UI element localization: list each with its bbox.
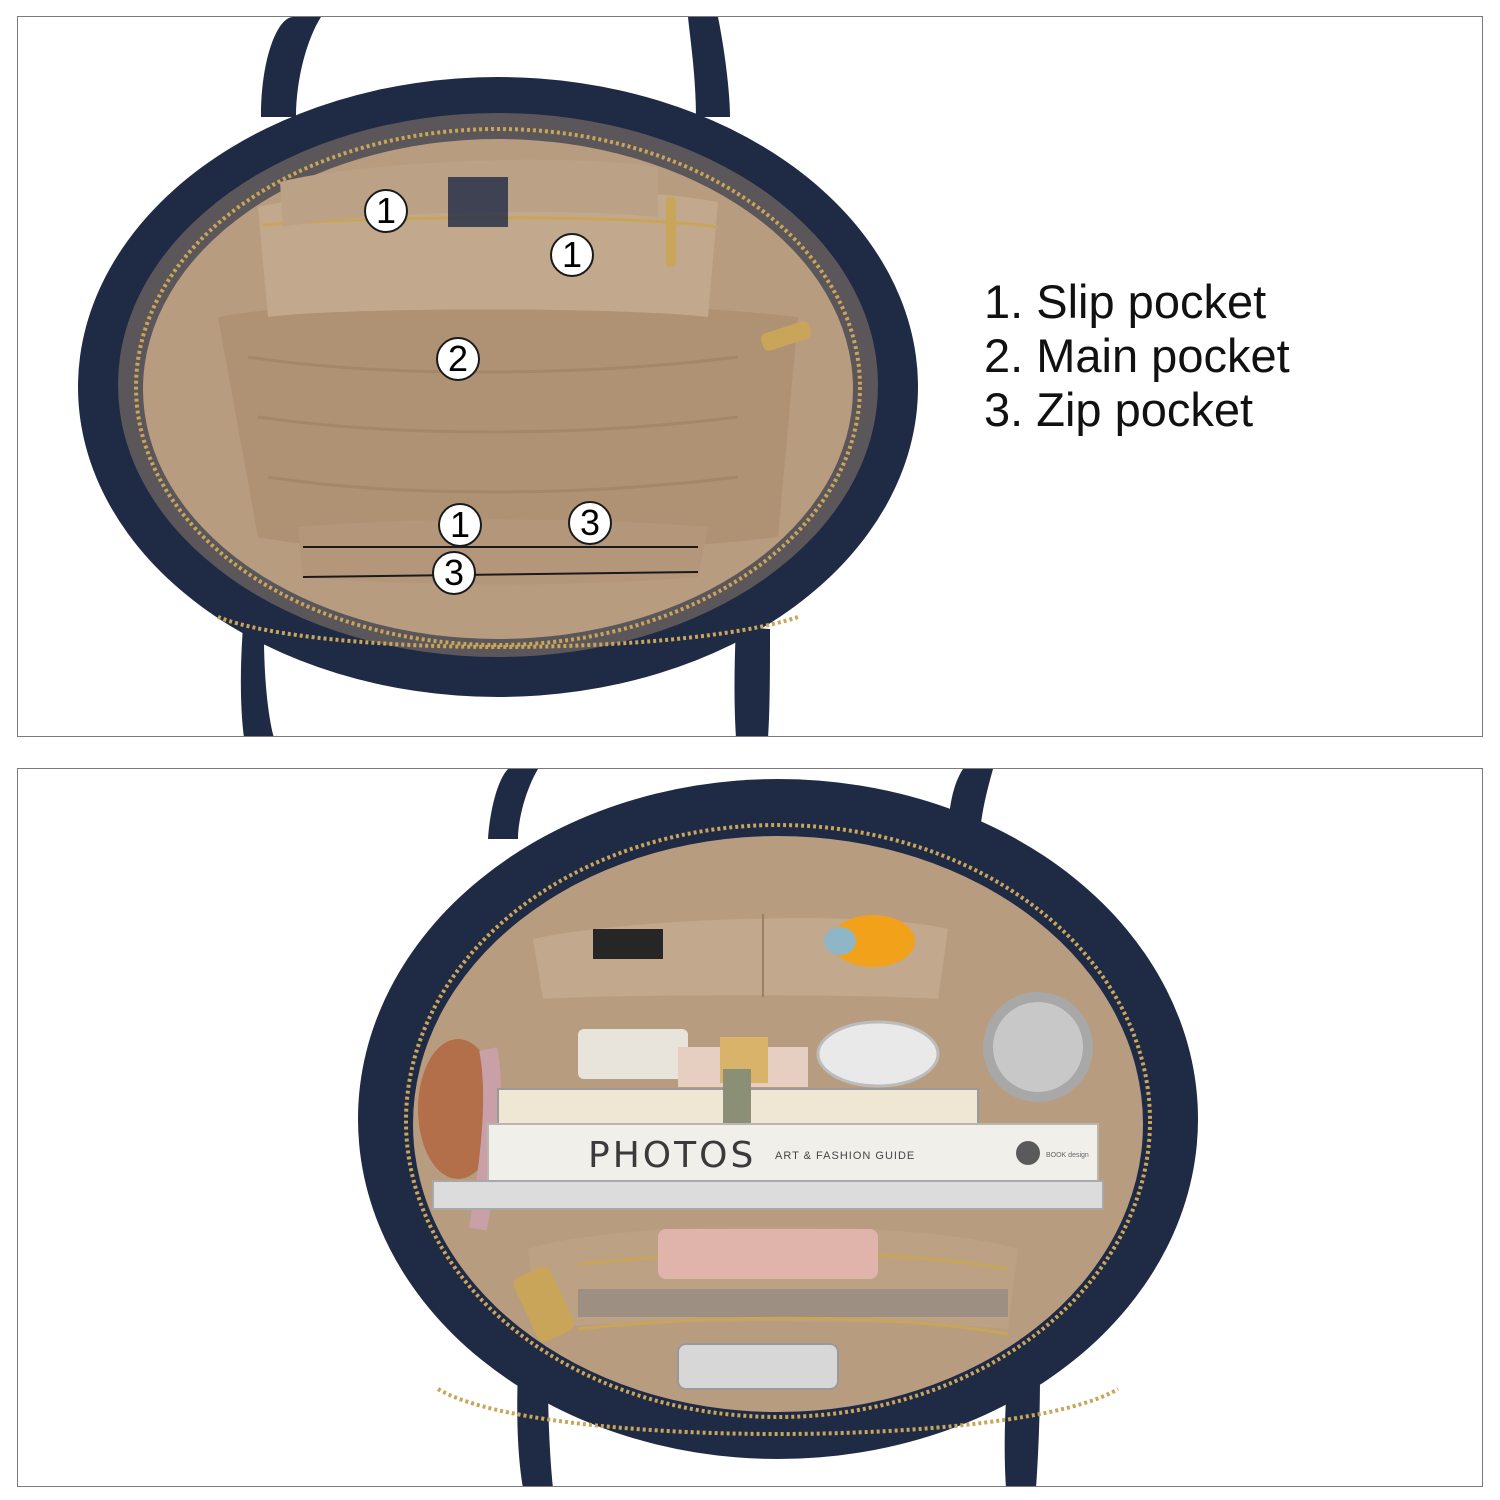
legend-item-slip-pocket: 1. Slip pocket [984, 275, 1267, 328]
book-subtitle: ART & FASHION GUIDE [775, 1150, 915, 1162]
filled-bag-photo: PHOTOS ART & FASHION GUIDE BOOK design [358, 769, 1198, 1486]
marker-main-pocket: 2 [436, 337, 480, 381]
marker-slip-pocket-3: 1 [438, 503, 482, 547]
pocket-legend: 1. Slip pocket 2. Main pocket 3. Zip poc… [984, 275, 1290, 437]
marker-zip-pocket-2: 3 [432, 551, 476, 595]
legend-item-zip-pocket: 3. Zip pocket [984, 383, 1254, 436]
marker-slip-pocket-2: 1 [550, 233, 594, 277]
legend-item-main-pocket: 2. Main pocket [984, 329, 1290, 382]
book-title: PHOTOS [588, 1135, 756, 1176]
marker-slip-pocket-1: 1 [364, 189, 408, 233]
top-photo-panel: 1 1 2 1 3 3 1. Slip pocket 2. Main pocke… [17, 16, 1483, 737]
bottom-photo-panel: PHOTOS ART & FASHION GUIDE BOOK design [17, 768, 1483, 1487]
empty-bag-photo [78, 17, 918, 736]
book-logo-text: BOOK design [1046, 1152, 1089, 1159]
marker-zip-pocket-1: 3 [568, 501, 612, 545]
